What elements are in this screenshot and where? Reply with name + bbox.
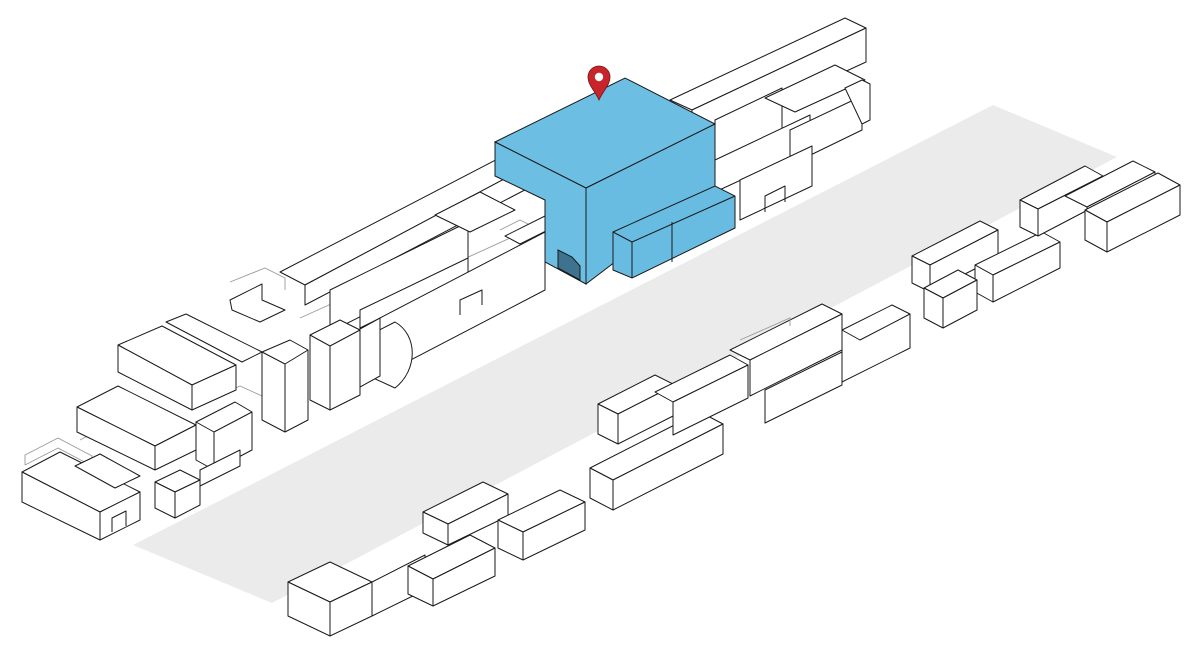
selected-building[interactable] — [493, 77, 736, 286]
selected-building-annex — [612, 185, 736, 279]
street — [133, 105, 1117, 603]
building-complex-left — [21, 97, 867, 541]
building-complex-front — [287, 160, 1181, 637]
building-tower-a — [309, 319, 361, 411]
selected-building-entrance — [557, 249, 581, 281]
building-complex-right — [669, 17, 871, 221]
map-pin-icon[interactable] — [587, 65, 611, 101]
